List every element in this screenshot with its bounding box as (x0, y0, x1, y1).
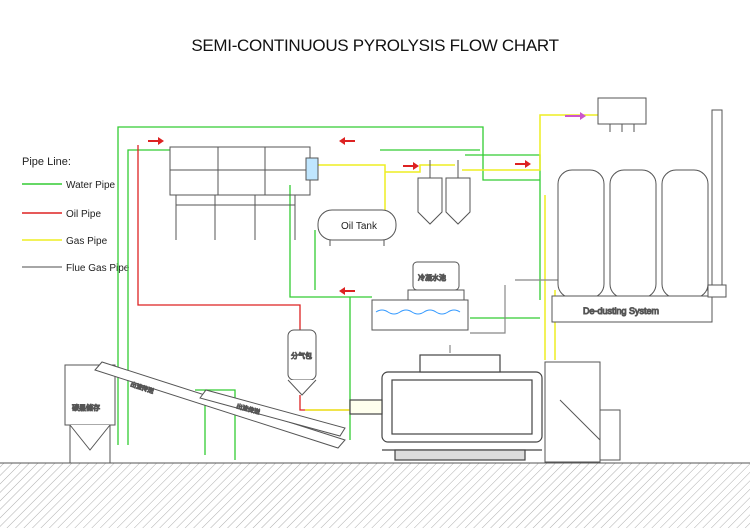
water-pool (371, 299, 469, 331)
feeder (544, 361, 621, 463)
conveyors: 出渣传送 出渣传送 (94, 361, 346, 449)
legend-gas-label: Gas Pipe (66, 236, 108, 247)
diagram-title: SEMI-CONTINUOUS PYROLYSIS FLOW CHART (191, 36, 559, 55)
flow-arrows (148, 112, 586, 295)
oil-tank: Oil Tank (317, 209, 397, 246)
water-seal-label: 冷凝水池 (418, 273, 446, 282)
reactor (349, 354, 543, 461)
condenser (169, 146, 319, 240)
dedusting-system: De-dusting System (551, 169, 713, 323)
legend: Pipe Line: Water Pipe Oil Pipe Gas Pipe … (22, 156, 130, 274)
water-pipes (117, 126, 541, 460)
spray-header (597, 97, 647, 132)
scrubber: 冷凝水池 (407, 261, 465, 301)
ground (0, 462, 750, 528)
separator-label: 分气包 (291, 351, 312, 360)
legend-water-label: Water Pipe (66, 180, 116, 191)
separators (417, 160, 471, 225)
oil-pipes (137, 145, 380, 411)
legend-flue-label: Flue Gas Pipe (66, 263, 130, 274)
chimney (707, 109, 727, 298)
legend-oil-label: Oil Pipe (66, 209, 101, 220)
dedusting-label: De-dusting System (583, 306, 659, 316)
silo-label: 碳黑储存 (72, 403, 100, 412)
legend-heading: Pipe Line: (22, 156, 71, 168)
carbon-silo: 碳黑储存 (64, 364, 116, 463)
oil-tank-label: Oil Tank (341, 221, 378, 232)
gas-separator-vessel: 分气包 (287, 329, 317, 396)
